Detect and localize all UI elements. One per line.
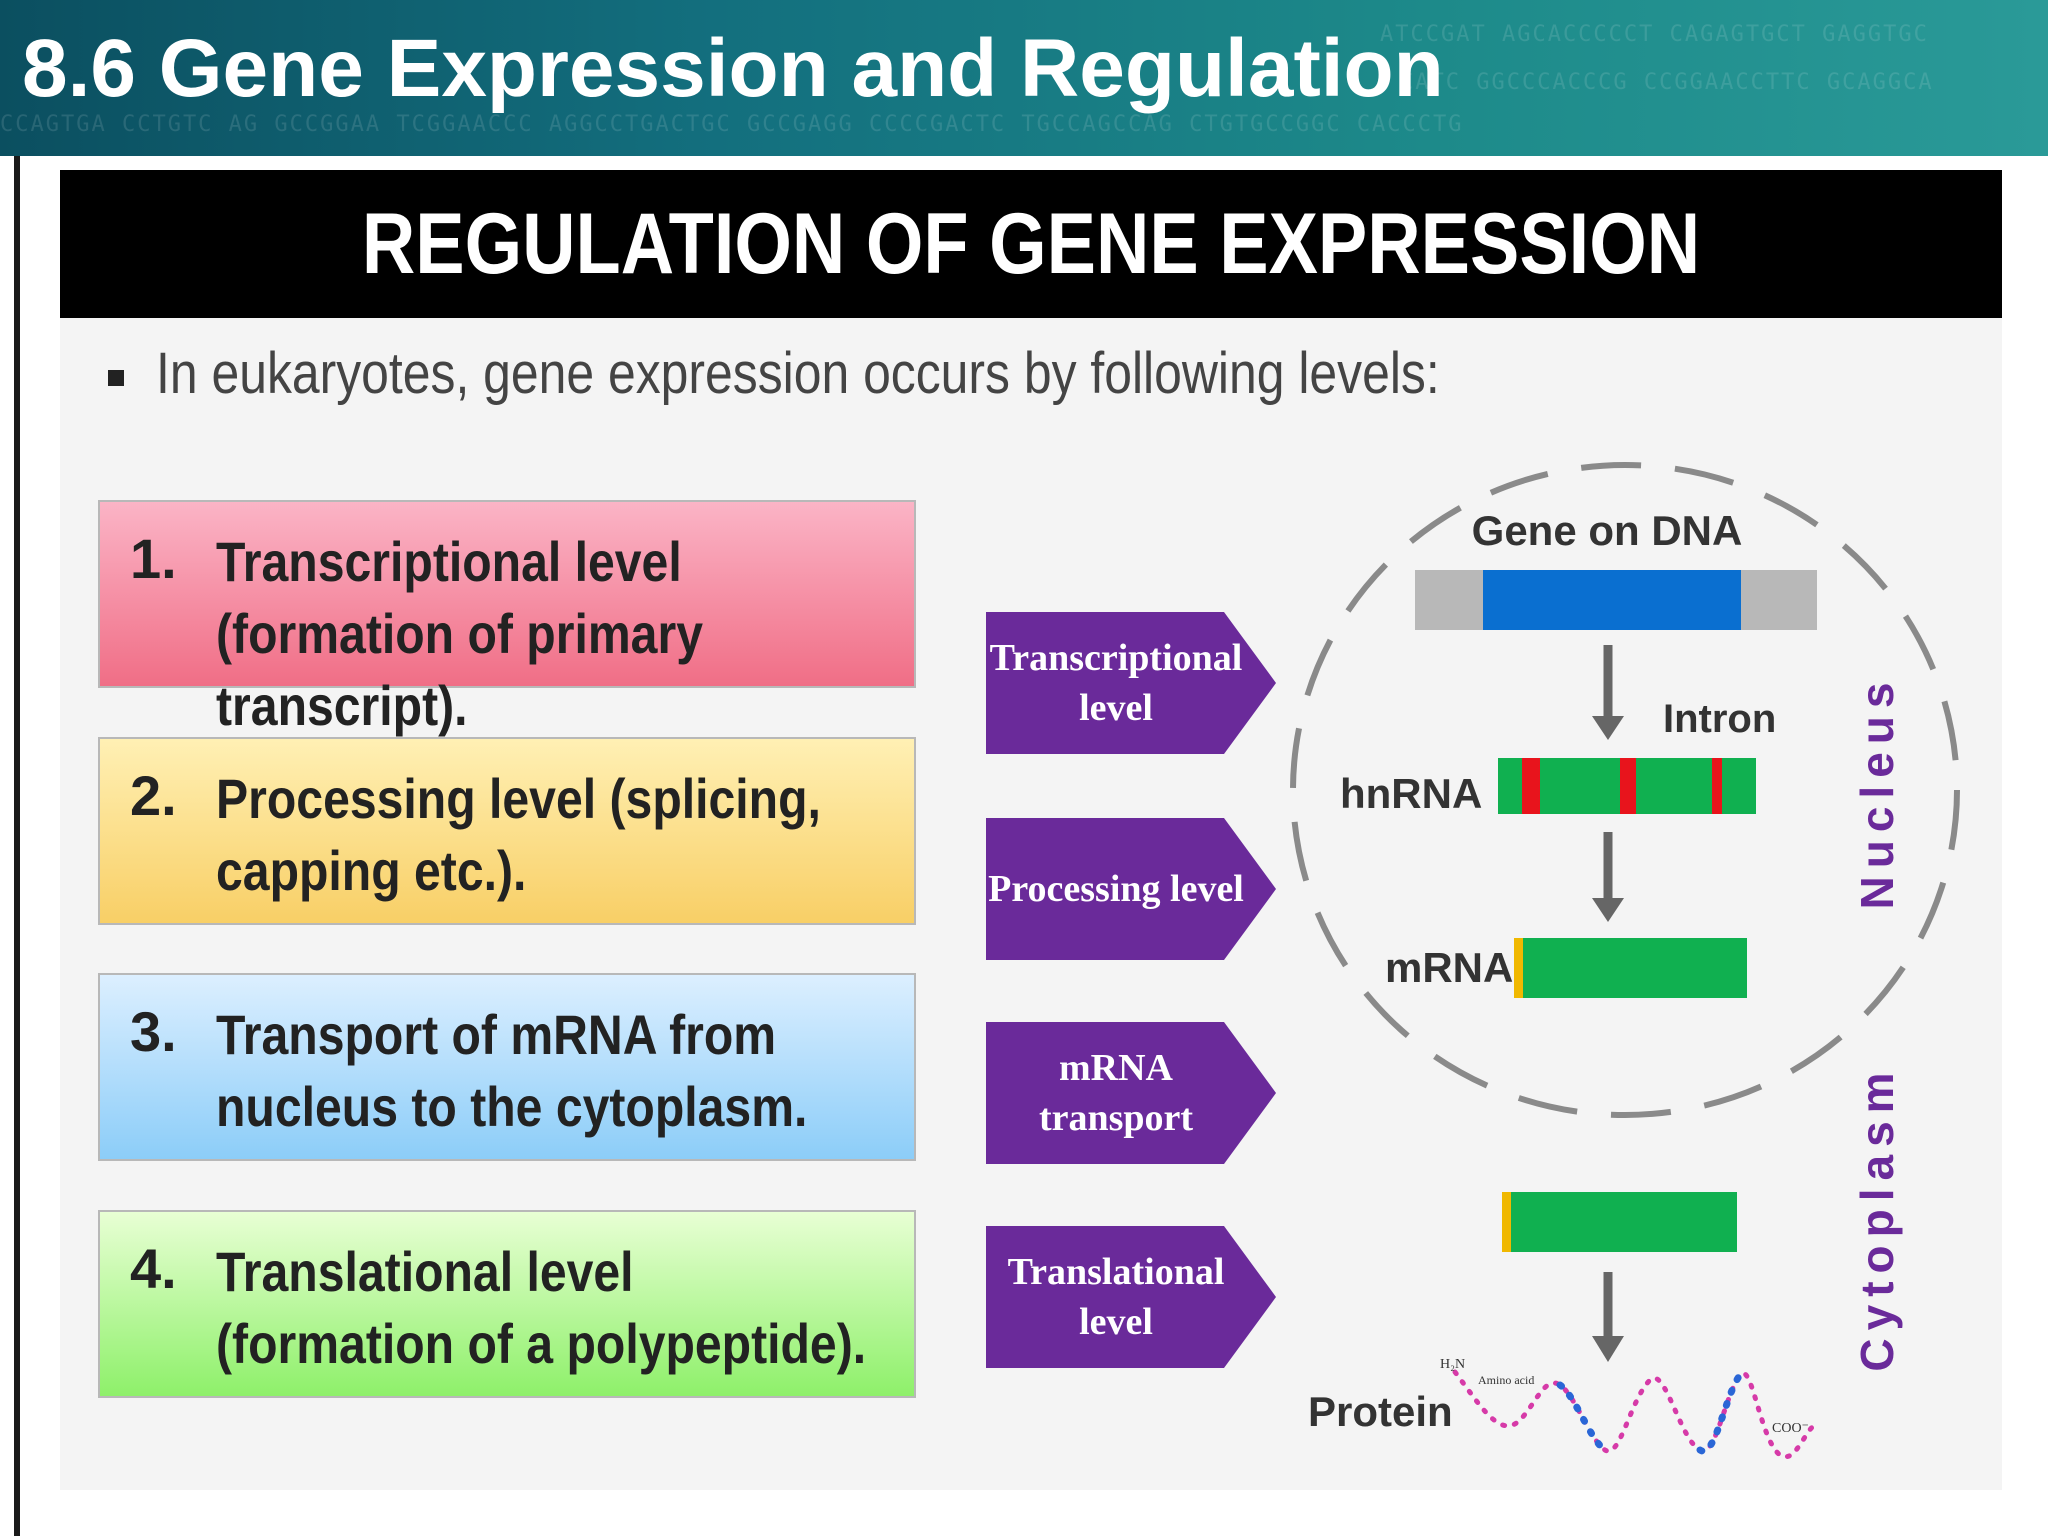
flow-arrow-head [1592, 716, 1624, 740]
level-box-transcriptional: 1. Transcriptional level (formation of p… [98, 500, 916, 737]
amino-acid-label: Amino acid [1478, 1373, 1534, 1387]
nucleus-label: Nucleus [1851, 675, 1903, 910]
dna-sequence-decoration: CATC GGCCCACCCG CCGGAACCTTC GCAGGCA [1400, 70, 1934, 95]
level-number: 2. [130, 764, 177, 827]
mrna-strand [1523, 938, 1747, 998]
hnrna-intron [1712, 758, 1722, 814]
level-box-transport: 3. Transport of mRNA from nucleus to the… [98, 973, 916, 1161]
flow-arrow-head [1592, 898, 1624, 922]
level-number: 1. [130, 527, 177, 590]
level-description: Translational level (formation of a poly… [216, 1240, 867, 1375]
arrow-label: Translational level [1007, 1251, 1225, 1343]
dna-flank-right [1741, 570, 1817, 630]
dna-sequence-decoration: ATCCGAT AGCACCCCCT CAGAGTGCT GAGGTGC [1380, 22, 1929, 47]
arrow-translational-level: Translational level [986, 1226, 1276, 1368]
arrow-label: Processing level [988, 868, 1244, 910]
hnrna-intron [1522, 758, 1540, 814]
level-number: 3. [130, 1000, 177, 1063]
coo-label: COO⁻ [1772, 1421, 1809, 1436]
dna-flank-left [1415, 570, 1485, 630]
hnrna-intron [1620, 758, 1636, 814]
banner-title: REGULATION OF GENE EXPRESSION [361, 196, 1701, 292]
dna-sequence-decoration: CCAGTGA CCTGTC AG GCCGGAA TCGGAACCC AGGC… [0, 112, 1464, 137]
arrow-shape [986, 612, 1276, 754]
cytoplasm-mrna-strand [1511, 1192, 1737, 1252]
banner: REGULATION OF GENE EXPRESSION [60, 170, 2002, 318]
cytoplasm-label: Cytoplasm [1851, 1064, 1903, 1371]
arrow-shape [986, 1022, 1276, 1164]
dna-gene-region [1483, 570, 1741, 630]
slide-header: ATCCGAT AGCACCCCCT CAGAGTGCT GAGGTGC CAT… [0, 0, 2048, 156]
h2n-label: H₂N [1440, 1357, 1465, 1372]
arrow-shape [986, 1226, 1276, 1368]
gene-on-dna-label: Gene on DNA [1472, 507, 1743, 554]
polypeptide-chain-segment [1556, 1371, 1744, 1455]
intron-label: Intron [1663, 697, 1776, 741]
arrow-mrna-transport: mRNA transport [986, 1022, 1276, 1164]
left-border [14, 156, 20, 1536]
polypeptide-chain [1452, 1369, 1818, 1460]
arrow-label: mRNA transport [1038, 1047, 1194, 1139]
arrow-processing-level: Processing level [986, 818, 1276, 960]
level-box-processing: 2. Processing level (splicing, capping e… [98, 737, 916, 925]
flow-arrow-head [1592, 1336, 1624, 1362]
arrow-shape [986, 818, 1276, 960]
bullet-marker [108, 370, 124, 386]
cytoplasm-mrna-cap [1502, 1192, 1511, 1252]
level-description: Transcriptional level (formation of prim… [216, 530, 703, 737]
hnrna-label: hnRNA [1340, 770, 1482, 817]
protein-label: Protein [1308, 1388, 1453, 1435]
arrow-label: Transcriptional level [989, 637, 1243, 729]
page-title: 8.6 Gene Expression and Regulation [22, 23, 1444, 114]
level-description: Transport of mRNA from nucleus to the cy… [216, 1003, 808, 1138]
nucleus-boundary [1290, 462, 1960, 1118]
level-description: Processing level (splicing, capping etc.… [216, 767, 821, 902]
mrna-label: mRNA [1385, 944, 1513, 991]
level-number: 4. [130, 1237, 177, 1300]
arrow-transcriptional-level: Transcriptional level [986, 612, 1276, 754]
level-box-translational: 4. Translational level (formation of a p… [98, 1210, 916, 1398]
intro-text: In eukaryotes, gene expression occurs by… [156, 341, 1440, 406]
mrna-cap [1514, 938, 1523, 998]
